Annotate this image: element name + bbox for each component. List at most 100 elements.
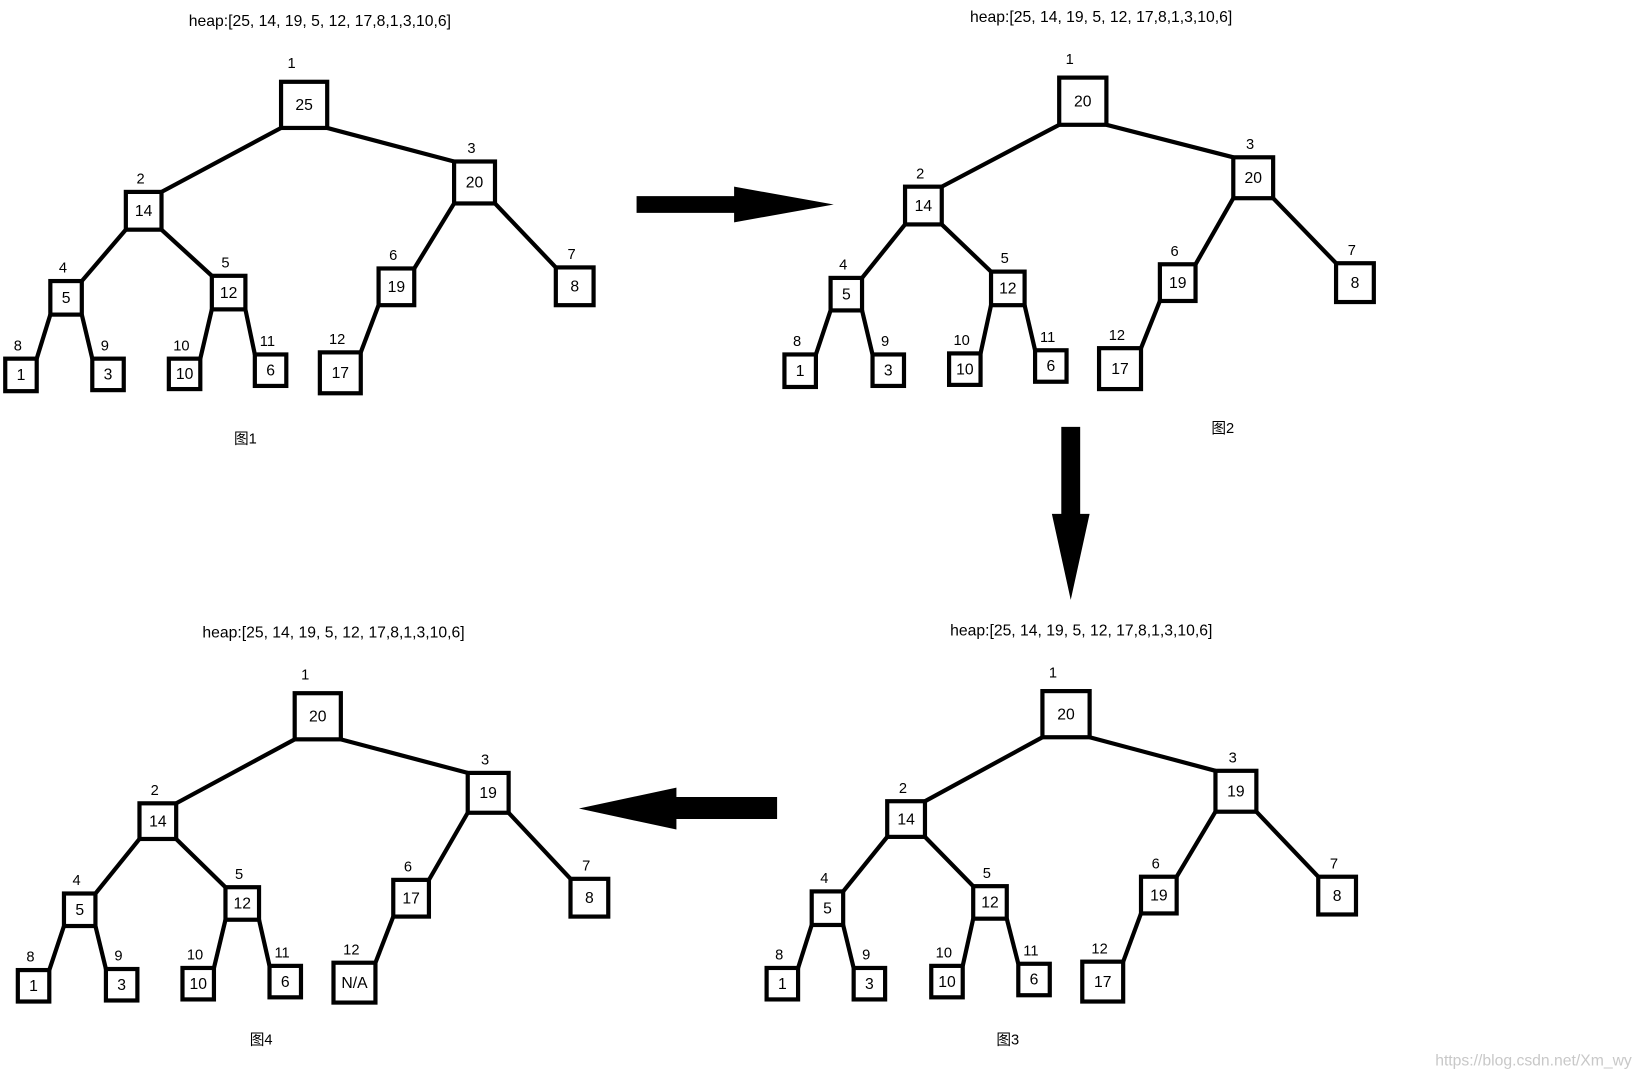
arrow-right-icon <box>636 186 834 223</box>
tree-node-value: 3 <box>117 977 126 994</box>
tree-node-index: 4 <box>820 871 828 887</box>
tree-node: 196 <box>1157 244 1198 304</box>
tree-edge-2-5 <box>160 228 214 278</box>
tree-node-index: 10 <box>187 948 203 964</box>
tree-edge-4-9 <box>860 309 875 355</box>
tree-node-value: 8 <box>1333 888 1342 905</box>
tree-node-box <box>90 356 126 393</box>
tree-node: 87 <box>568 858 611 919</box>
tree-node-value: 5 <box>62 290 71 307</box>
tree-node-index: 4 <box>839 258 847 274</box>
tree-edge-4-8 <box>796 924 814 969</box>
tree-edge-5-10 <box>198 308 214 360</box>
tree-node-box <box>1032 348 1069 384</box>
tree-node-index: 5 <box>221 255 229 271</box>
tree-node-box <box>568 876 611 919</box>
tree-edge-6-12 <box>1139 300 1162 349</box>
tree-node-box <box>61 891 98 929</box>
tree-node-value: 6 <box>281 974 290 991</box>
tree-node-value: N/A <box>341 975 368 992</box>
tree-node-index: 1 <box>1066 52 1074 68</box>
tree-node-index: 6 <box>389 248 397 264</box>
tree-node-value: 10 <box>938 974 956 991</box>
tree-edges <box>47 737 573 971</box>
tree-node-value: 5 <box>75 902 84 919</box>
tree-edge-1-3 <box>1089 735 1217 773</box>
tree-node-box <box>553 265 596 308</box>
tree-edge-4-9 <box>841 924 856 969</box>
tree-node-index: 11 <box>260 334 275 350</box>
tree-node-box <box>376 266 417 308</box>
tree-node-value: 5 <box>823 900 832 917</box>
tree-node: 203 <box>451 141 498 206</box>
tree-node-box <box>180 965 217 1002</box>
tree-node-box <box>946 351 983 387</box>
tree-node-value: 19 <box>479 785 496 802</box>
tree-edge-5-10 <box>960 918 976 967</box>
tree-node-index: 6 <box>1170 244 1178 260</box>
tree-node: 193 <box>465 753 511 815</box>
tree-edge-5-10 <box>978 304 994 354</box>
tree-node-box <box>3 356 39 394</box>
tree-edge-5-11 <box>1022 304 1038 351</box>
tree-node-box <box>929 963 965 1000</box>
tree-node-value: 12 <box>999 281 1016 298</box>
tree-node-box <box>1333 261 1376 305</box>
tree-node-box <box>764 965 801 1002</box>
tree-node: 125 <box>988 251 1027 308</box>
tree-node-value: 14 <box>149 813 167 830</box>
tree-node: 20 1 <box>1057 52 1109 127</box>
tree-node-index: 1 <box>301 668 309 684</box>
tree-node-box <box>166 356 203 392</box>
tree-node: 125 <box>209 255 248 312</box>
tree-edge-6-12 <box>373 915 396 964</box>
tree-node-index: 9 <box>881 334 889 350</box>
tree-node-box <box>209 273 248 312</box>
tree-node-index: 2 <box>916 166 924 182</box>
tree-node: 54 <box>61 873 98 929</box>
tree-node-box <box>1057 75 1109 127</box>
tree-node-box <box>48 278 84 317</box>
tree-node-index: 4 <box>59 261 67 277</box>
tree-node-box <box>103 966 140 1003</box>
tree-edge-2-4 <box>80 228 128 283</box>
figure-caption: 图1 <box>234 432 257 448</box>
tree-node-box <box>971 884 1009 921</box>
tree-edge-3-7 <box>507 811 573 881</box>
tree-node: 18 <box>15 950 52 1004</box>
tree-node-value: 12 <box>234 896 251 913</box>
tree-node: 251 <box>278 56 330 131</box>
tree-node-index: 10 <box>936 945 952 961</box>
tree-node: 611 <box>1016 943 1052 998</box>
tree-edge-4-8 <box>34 313 53 360</box>
tree-node-value: 1 <box>778 976 787 993</box>
tree-edges <box>34 125 558 360</box>
tree-node-value: 1 <box>796 363 805 380</box>
tree-node-index: 9 <box>114 949 122 965</box>
tree-node-index: 8 <box>14 338 22 354</box>
tree-edge-4-8 <box>813 309 833 356</box>
tree-edge-1-2 <box>940 122 1061 189</box>
watermark-text: https://blog.csdn.net/Xm_wy <box>1435 1052 1632 1069</box>
tree-node: 39 <box>90 338 126 393</box>
tree-node: 142 <box>123 172 164 232</box>
tree-node: 87 <box>553 247 596 308</box>
tree-edge-4-9 <box>93 925 108 970</box>
tree-node: 54 <box>809 871 846 928</box>
tree-node-value: 19 <box>388 279 405 296</box>
tree-node-value: 25 <box>295 97 313 114</box>
figure-caption: 图3 <box>996 1033 1019 1049</box>
tree-node-box <box>902 184 944 227</box>
tree-node-index: 10 <box>173 338 189 354</box>
tree-node-index: 3 <box>1229 750 1237 766</box>
tree-node-value: 20 <box>1074 93 1092 110</box>
tree-node-index: 2 <box>151 783 159 799</box>
tree-node-index: 1 <box>1049 665 1057 681</box>
tree-node: 18 <box>782 334 818 390</box>
tree-edge-3-6 <box>412 202 456 270</box>
tree-node-index: 11 <box>1040 330 1055 346</box>
tree-node: 10 10 <box>929 945 965 1000</box>
tree-node-value: 17 <box>1111 361 1128 378</box>
